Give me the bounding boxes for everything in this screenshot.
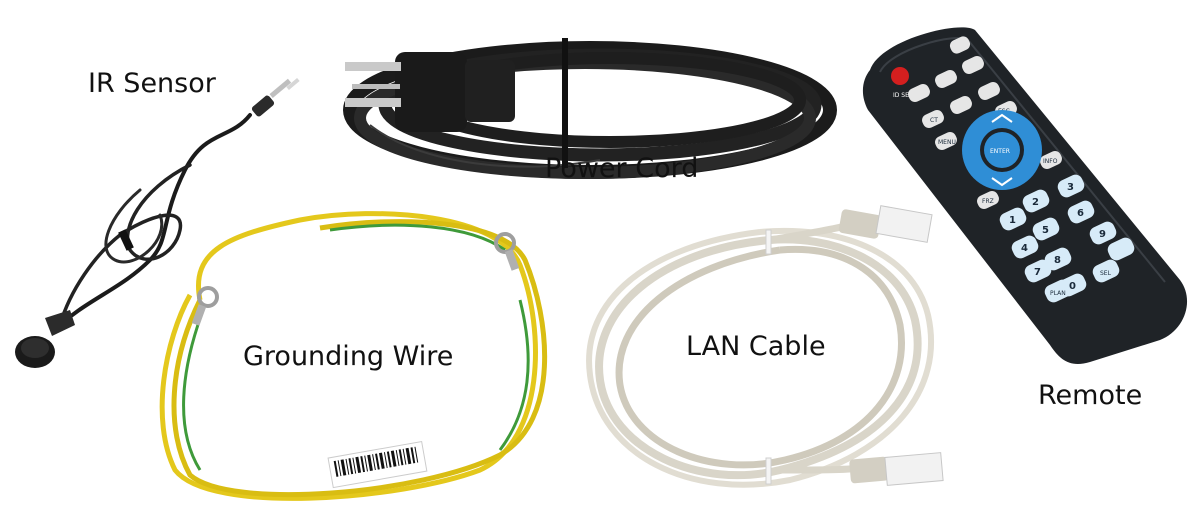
grounding-wire-label: Grounding Wire xyxy=(243,341,454,372)
audio-jack xyxy=(251,77,300,117)
digit-8: 8 xyxy=(1054,255,1061,266)
remote-control: ID SET CT ESC MENU INFO FRZ ENTER xyxy=(862,27,1188,365)
grounding-wire xyxy=(159,211,548,501)
menu-label: MENU xyxy=(938,139,956,146)
power-button-icon xyxy=(891,67,909,85)
id-set-label: ID SET xyxy=(893,92,913,99)
remote-label: Remote xyxy=(1038,380,1143,411)
digit-6: 6 xyxy=(1077,208,1084,219)
nav-pad: ENTER xyxy=(962,110,1042,190)
digit-4: 4 xyxy=(1021,243,1028,254)
frz-label: FRZ xyxy=(982,198,994,205)
digit-0: 0 xyxy=(1069,281,1076,292)
ir-sensor-cable xyxy=(15,77,300,368)
digit-2: 2 xyxy=(1032,197,1039,208)
lan-cable-label: LAN Cable xyxy=(686,331,826,362)
ct-label: CT xyxy=(930,117,938,124)
barcode-label xyxy=(327,440,428,489)
plan-label: PLAN xyxy=(1050,290,1066,297)
digit-3: 3 xyxy=(1067,182,1074,193)
power-plug xyxy=(345,52,515,132)
ring-terminal xyxy=(191,232,520,326)
digit-1: 1 xyxy=(1009,215,1016,226)
digit-5: 5 xyxy=(1042,225,1049,236)
ir-sensor-label: IR Sensor xyxy=(88,68,216,99)
lan-cable xyxy=(586,205,944,488)
sel-label: SEL xyxy=(1100,270,1112,277)
ir-sensor-head xyxy=(15,310,75,368)
digit-7: 7 xyxy=(1034,267,1041,278)
power-cord xyxy=(343,38,837,179)
digit-9: 9 xyxy=(1099,229,1106,240)
rj45-connector xyxy=(838,205,944,486)
enter-label: ENTER xyxy=(990,148,1010,155)
power-cord-label: Power Cord xyxy=(545,153,699,184)
info-label: INFO xyxy=(1043,158,1058,165)
